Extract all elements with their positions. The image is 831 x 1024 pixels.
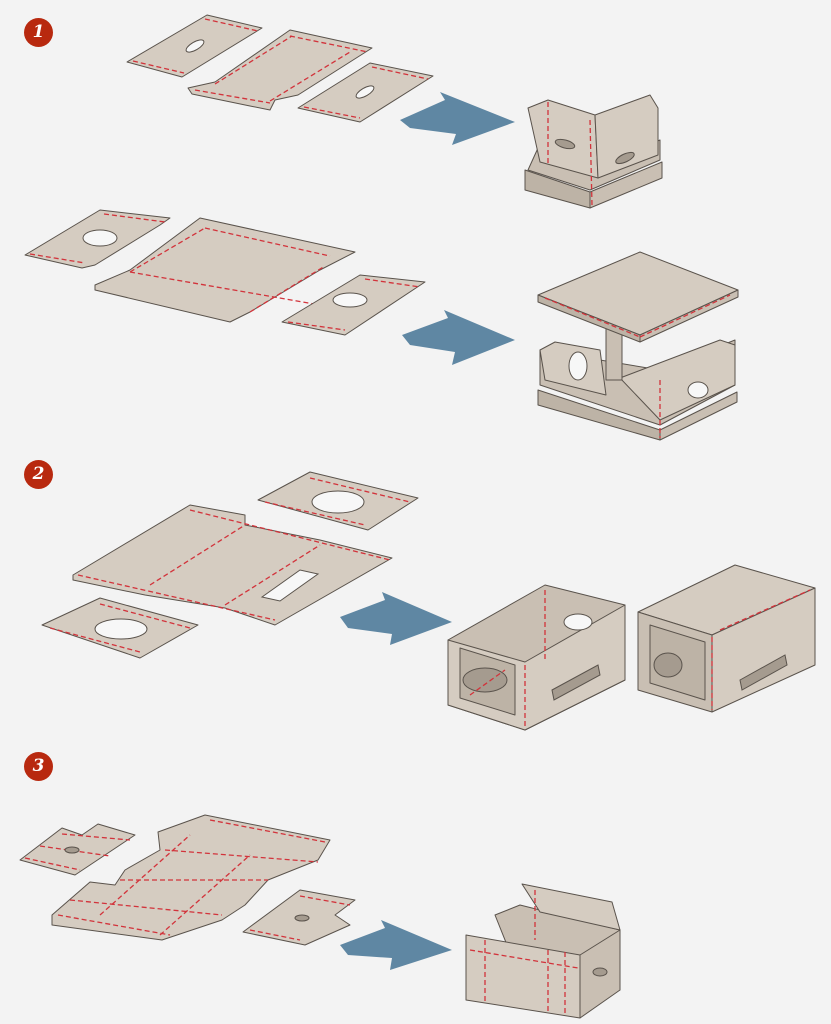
flat-blank-end-panel-2b <box>281 274 426 336</box>
step-badge-1: 1 <box>24 18 53 47</box>
flat-blank-end-panel-3b <box>41 597 199 659</box>
flat-blank-body-4 <box>51 814 331 941</box>
flat-blank-base-1a <box>187 29 373 111</box>
flat-blank-end-panel-4b <box>242 889 356 946</box>
flat-blank-end-panel-4a <box>19 823 136 876</box>
flat-blank-body-3 <box>72 504 393 626</box>
assembled-tray-1a <box>524 94 663 209</box>
arrow-icon <box>400 92 515 145</box>
assembled-box-3 <box>465 883 621 1019</box>
flat-blank-end-panel-1a <box>126 14 263 78</box>
arrow-icon <box>340 920 452 970</box>
flat-blank-base-2 <box>94 217 356 323</box>
assembled-box-with-lid <box>537 251 739 441</box>
flat-blank-end-panel-2a <box>24 209 171 269</box>
flat-blank-end-panel-3a <box>257 471 419 531</box>
step-badge-3: 3 <box>24 752 53 781</box>
assembled-open-box <box>447 584 626 731</box>
flat-blank-end-panel-1b <box>297 62 434 123</box>
arrow-icon <box>402 310 515 365</box>
arrow-icon <box>340 592 452 645</box>
assembled-closed-box <box>637 564 816 713</box>
step-badge-2: 2 <box>24 460 53 489</box>
